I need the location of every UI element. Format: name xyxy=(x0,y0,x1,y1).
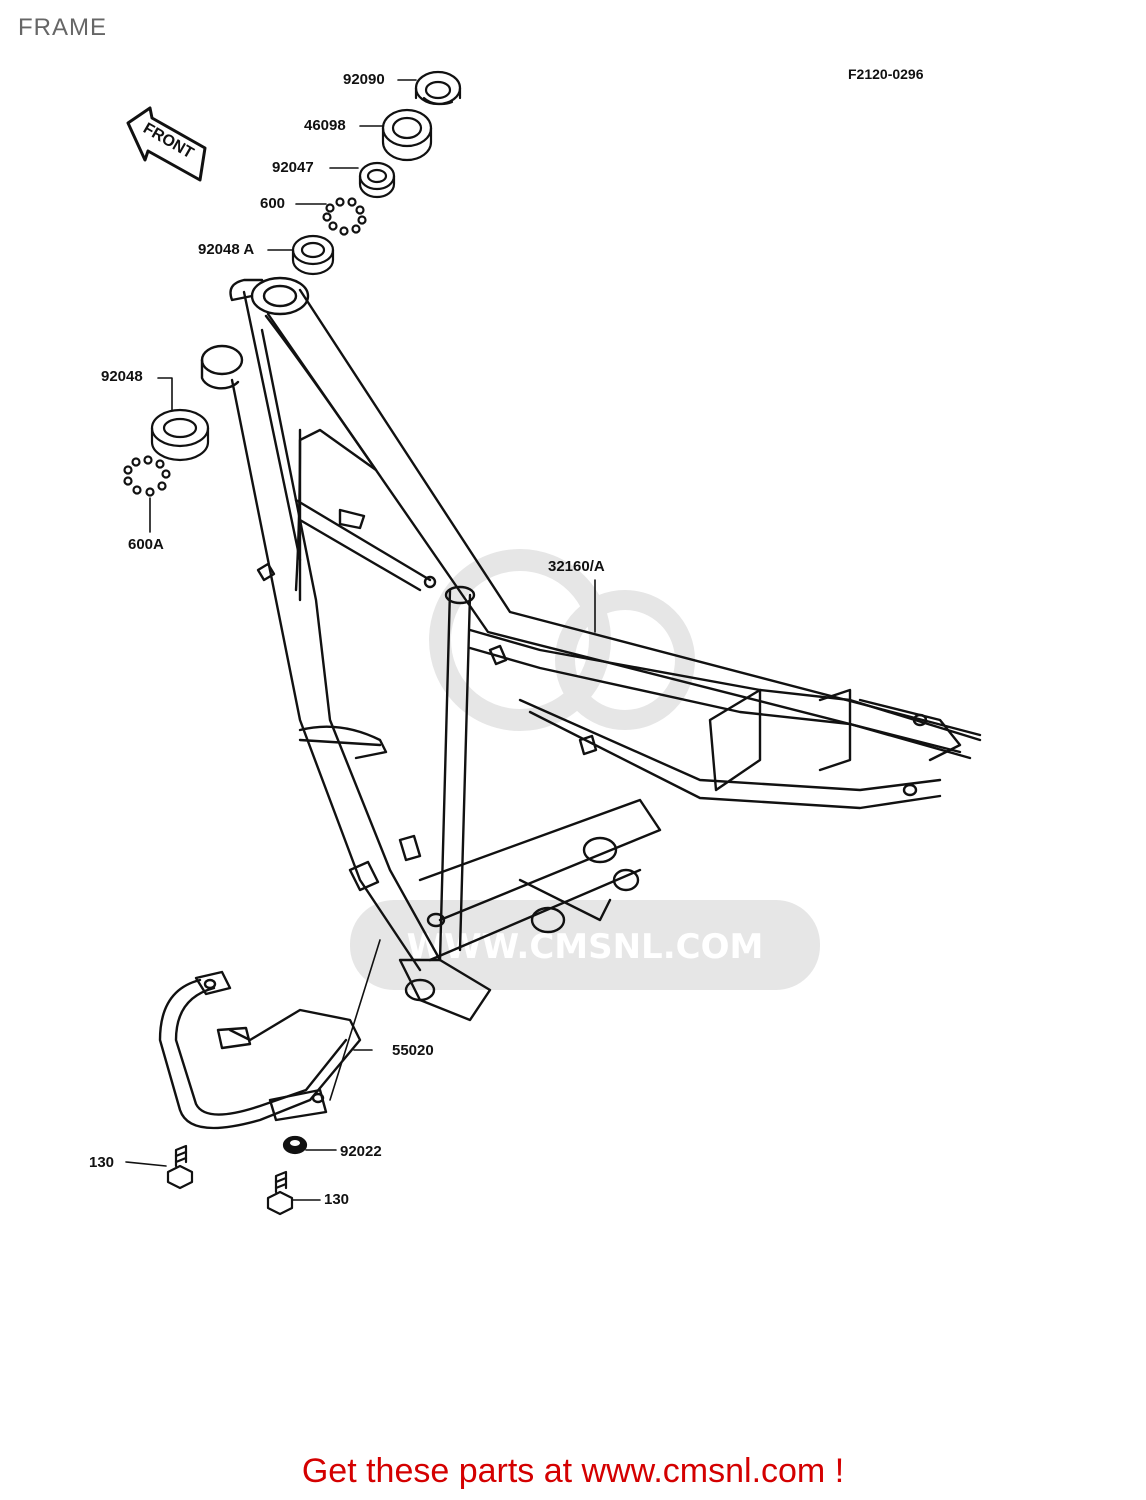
callout-92048a: 92048 A xyxy=(198,241,255,258)
callout-92022: 92022 xyxy=(340,1143,382,1160)
callout-600: 600 xyxy=(260,195,286,212)
watermark: WWW.CMSNL.COM xyxy=(350,549,820,990)
front-direction-arrow-icon: FRONT xyxy=(126,106,207,182)
frame-parts-diagram: WWW.CMSNL.COM FRONT xyxy=(123,70,982,1216)
bolt-130-rear-icon xyxy=(266,1170,294,1216)
ball-bearing-600-icon xyxy=(322,197,367,236)
washer-92022-icon xyxy=(282,1135,308,1155)
engine-guard-55020 xyxy=(158,970,362,1130)
callout-92047: 92047 xyxy=(272,159,314,176)
callout-46098: 46098 xyxy=(304,117,346,134)
steering-nut-92090-icon xyxy=(414,70,462,106)
footer-promo-link[interactable]: Get these parts at www.cmsnl.com ! xyxy=(301,1452,845,1490)
race-92048-icon xyxy=(150,408,210,462)
race-92048a-icon xyxy=(291,234,335,276)
race-92047-icon xyxy=(358,161,396,199)
drawing-code: F2120-0296 xyxy=(848,66,924,82)
ball-bearing-600a-icon xyxy=(123,455,171,497)
page-title: FRAME xyxy=(18,14,107,41)
seal-46098-icon xyxy=(381,108,433,162)
callout-32160a: 32160/A xyxy=(548,558,605,575)
callout-92048: 92048 xyxy=(101,368,143,385)
main-frame-32160 xyxy=(200,276,982,1022)
callout-55020: 55020 xyxy=(392,1042,434,1059)
watermark-text: WWW.CMSNL.COM xyxy=(407,927,764,967)
callout-600a: 600A xyxy=(128,536,164,553)
callout-92090: 92090 xyxy=(343,71,385,88)
callout-130-front: 130 xyxy=(89,1154,115,1171)
callout-130-rear: 130 xyxy=(324,1191,350,1208)
leader-lines xyxy=(125,79,596,1201)
bolt-130-front-icon xyxy=(166,1144,194,1190)
